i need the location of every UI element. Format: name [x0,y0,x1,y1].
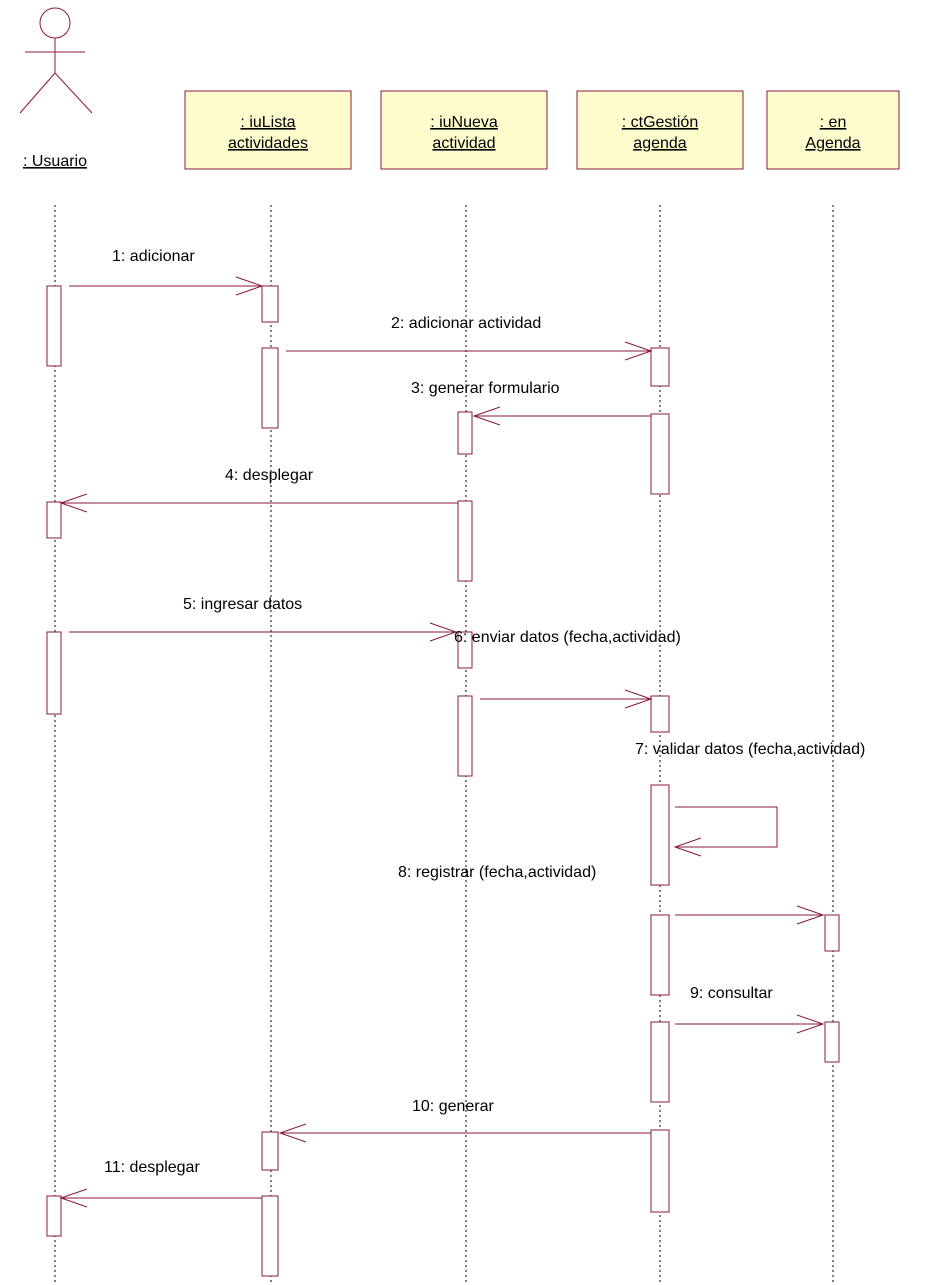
object-name-line2: actividades [228,135,308,152]
activation-bar [650,1129,670,1213]
arrowhead [429,622,458,642]
message-1: 1: adicionar [69,248,264,296]
activation-bar [457,411,473,455]
activation-bar [457,695,473,777]
message-3: 3: generar formulario [411,380,651,426]
object-box [380,90,548,170]
arrowhead [235,276,264,296]
actor-leg-left [19,72,56,114]
activation-bar [261,347,279,429]
message-5: 5: ingresar datos [69,596,458,642]
message-2: 2: adicionar actividad [286,315,653,361]
object-en-agenda: : en Agenda [766,90,900,170]
arrowhead [796,1014,825,1034]
arrowhead [59,493,88,513]
object-name-line2: actividad [432,135,495,152]
object-iulista-actividades: : iuLista actividades [184,90,352,170]
message-6: 6: enviar datos (fecha,actividad) [454,629,681,709]
message-label: 10: generar [412,1098,495,1115]
arrowhead [472,406,501,426]
message-label: 9: consultar [690,985,773,1002]
activation-bar [261,1195,279,1277]
activation-bar [457,500,473,582]
object-name-line1: : ctGestión [622,114,698,131]
actor-head [39,7,71,39]
activation-bar [261,1131,279,1171]
activation-bar [650,413,670,495]
message-label: 7: validar datos (fecha,actividad) [635,741,865,758]
arrowhead [673,837,702,857]
activation-bar [261,285,279,323]
object-box [766,90,900,170]
message-label: 6: enviar datos (fecha,actividad) [454,629,681,646]
activation-bar [457,631,473,669]
message-arrow [675,806,778,848]
activation-bar [650,784,670,886]
message-10: 10: generar [278,1098,651,1143]
activation-bar [650,914,670,996]
message-label: 11: desplegar [104,1159,200,1176]
message-label: 8: registrar (fecha,actividad) [398,864,596,881]
arrowhead [278,1123,307,1143]
object-name-line1: : iuNueva [430,114,498,131]
message-label: 4: desplegar [225,467,314,484]
object-name-line1: : iuLista [240,114,295,131]
actor-leg-right [54,72,93,114]
message-7: 7: validar datos (fecha,actividad) [635,741,865,857]
activation-bar [824,914,840,952]
actor-usuario: : Usuario [19,7,93,170]
message-label: 5: ingresar datos [183,596,302,613]
message-11: 11: desplegar [59,1159,262,1208]
activation-bar [650,1021,670,1103]
object-iunueva-actividad: : iuNueva actividad [380,90,548,170]
arrowhead [59,1188,88,1208]
message-label: 3: generar formulario [411,380,560,397]
activation-bar [46,501,62,539]
object-name-line2: agenda [633,135,686,152]
object-name-line2: Agenda [805,135,860,152]
arrowhead [796,905,825,925]
message-8: 8: registrar (fecha,actividad) [398,864,825,925]
actor-label: : Usuario [23,153,87,170]
activation-bar [824,1021,840,1063]
activation-bar [650,347,670,387]
object-box [576,90,744,170]
message-9: 9: consultar [675,985,825,1034]
activation-bar [46,1195,62,1237]
activation-bar [46,285,62,367]
message-4: 4: desplegar [59,467,458,513]
message-label: 1: adicionar [112,248,195,265]
activation-bar [46,631,62,715]
message-label: 2: adicionar actividad [391,315,541,332]
arrowhead [624,341,653,361]
arrowhead [624,689,653,709]
object-ctgestion-agenda: : ctGestión agenda [576,90,744,170]
object-box [184,90,352,170]
object-name-line1: : en [820,114,847,131]
activation-bar [650,695,670,733]
